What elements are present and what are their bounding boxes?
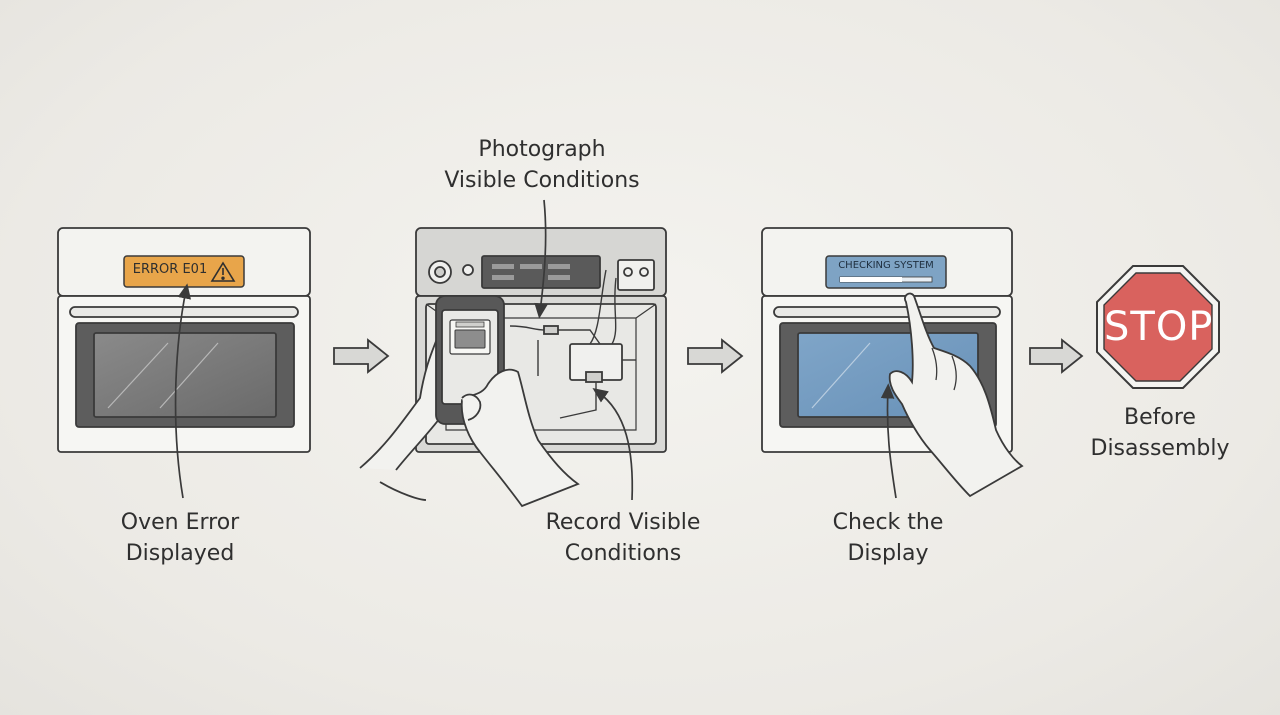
caption-oven-error-line2: Displayed (125, 541, 235, 566)
pointer-line-display (880, 383, 897, 499)
caption-stop-line1: Before (1124, 405, 1196, 430)
caption-record: Record Visible Conditions (508, 507, 738, 569)
caption-oven-error-line1: Oven Error (120, 510, 240, 535)
flow-arrow-3 (1029, 338, 1084, 374)
caption-record-line1: Record Visible (545, 510, 701, 535)
warning-triangle-icon (210, 261, 236, 282)
caption-stop-line2: Disassembly (1090, 436, 1230, 461)
error-display-text: ERROR E01 (132, 262, 208, 277)
flow-arrow-1 (333, 338, 390, 374)
smartphone-camera-icon (359, 295, 580, 508)
caption-check-display: Check the Display (798, 507, 978, 569)
caption-photograph: Photograph Visible Conditions (412, 134, 672, 196)
caption-photograph-line1: Photograph (478, 137, 606, 162)
caption-stop: Before Disassembly (1080, 402, 1240, 464)
checking-display-text: CHECKING SYSTEM (838, 260, 934, 271)
caption-record-line2: Conditions (564, 541, 682, 566)
caption-oven-error: Oven Error Displayed (80, 507, 280, 569)
oven-error (57, 227, 311, 453)
pointer-line-record (592, 388, 634, 501)
pointing-hand-icon (888, 292, 1024, 498)
pointer-line-error (174, 283, 192, 499)
stop-sign-text: STOP (1104, 304, 1214, 350)
caption-check-display-line2: Display (847, 541, 929, 566)
checking-progress-fill (840, 277, 902, 282)
caption-check-display-line1: Check the (832, 510, 944, 535)
pointer-line-photograph (534, 199, 548, 319)
flow-arrow-2 (687, 338, 744, 374)
stop-sign-icon (1096, 265, 1220, 389)
caption-photograph-line2: Visible Conditions (444, 168, 640, 193)
